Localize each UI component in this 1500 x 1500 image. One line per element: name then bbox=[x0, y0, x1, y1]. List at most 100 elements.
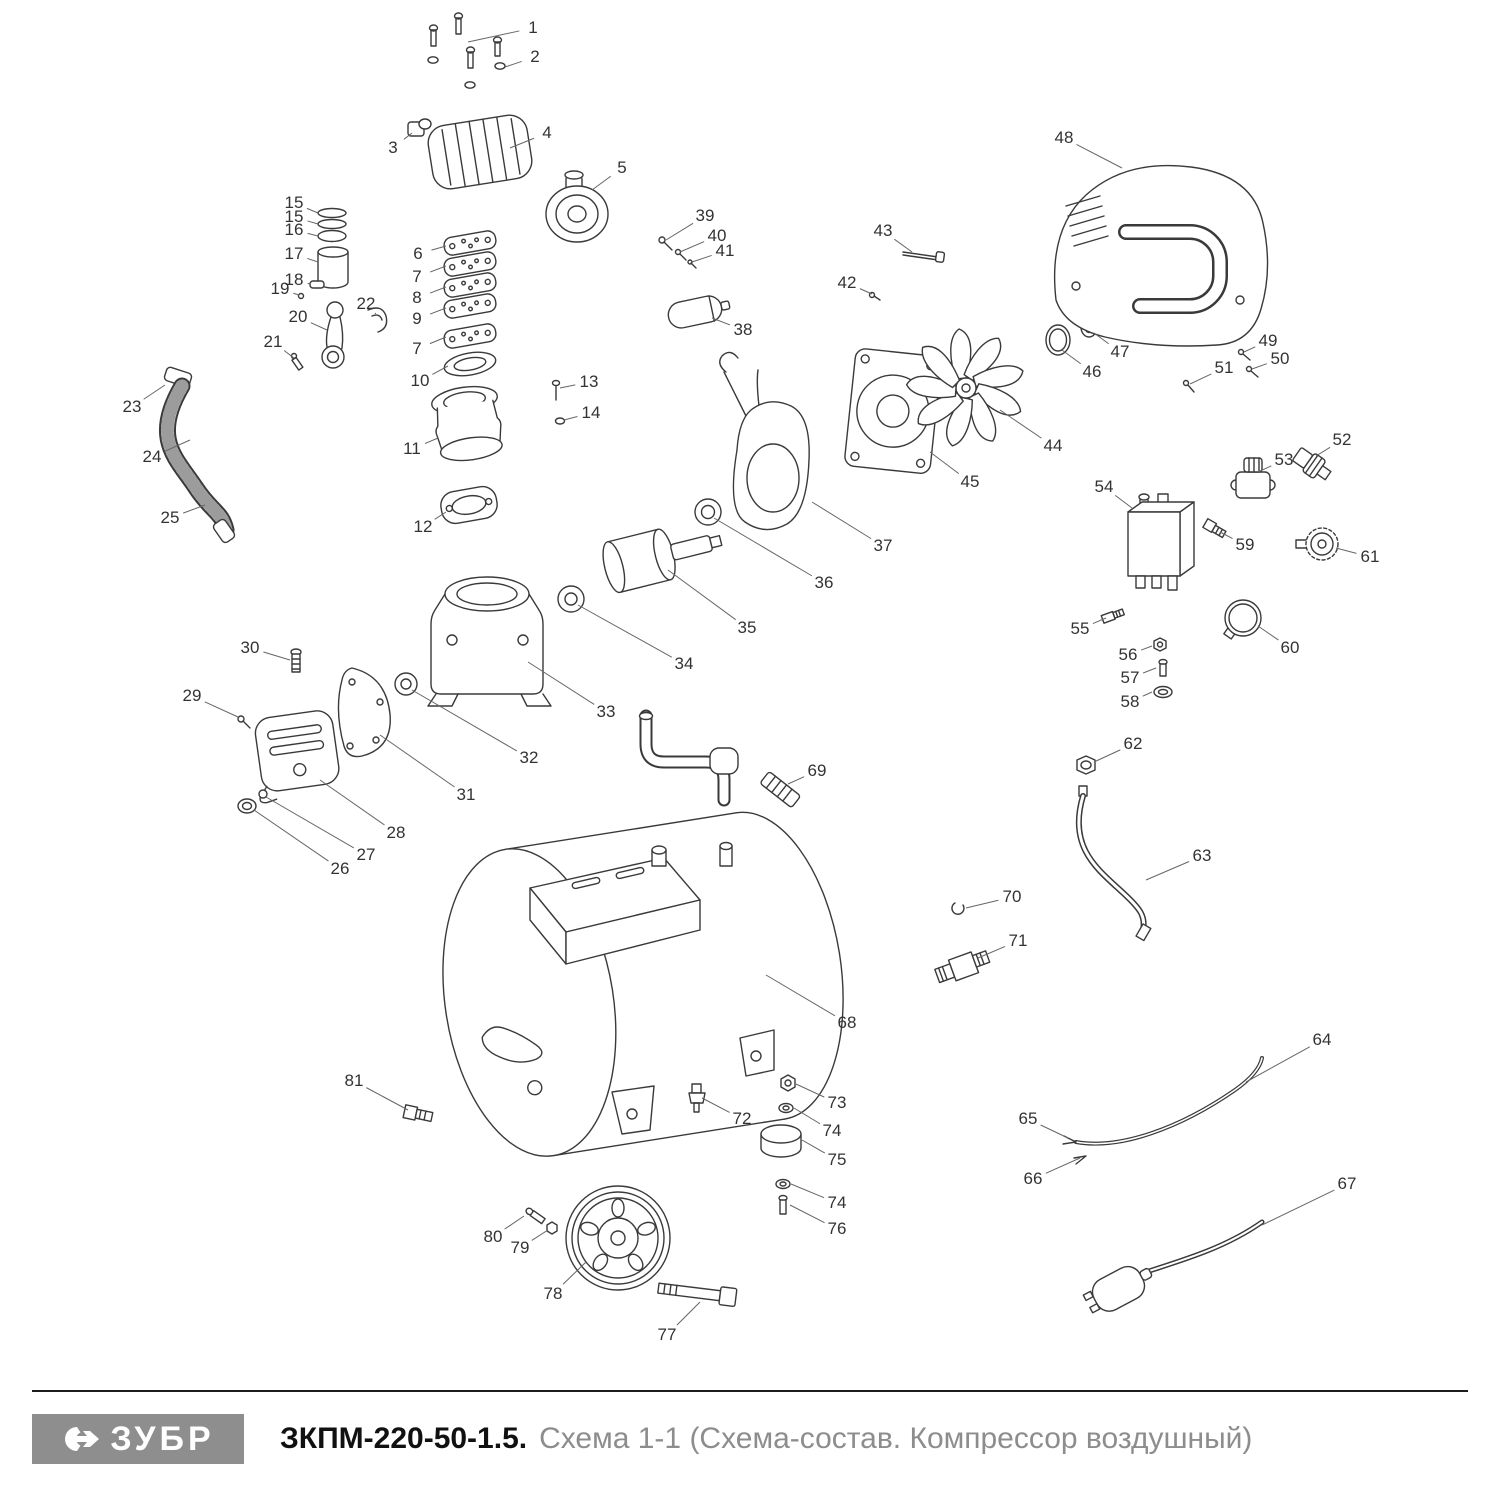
callout-label-45-46: 45 bbox=[961, 472, 980, 491]
callout-leader-65-66 bbox=[1040, 1124, 1069, 1139]
callout-leader-1-0 bbox=[467, 30, 520, 43]
callout-leader-81-83 bbox=[366, 1087, 409, 1111]
callout-leader-54-55 bbox=[1114, 494, 1133, 509]
zubr-logo: ЗУБР bbox=[32, 1414, 244, 1464]
callout-label-58-59: 58 bbox=[1121, 692, 1140, 711]
callout-leader-50-51 bbox=[1251, 363, 1267, 370]
callout-leader-59-60 bbox=[1219, 531, 1233, 539]
callout-leader-51-52 bbox=[1189, 373, 1212, 385]
callout-label-1-0: 1 bbox=[528, 18, 537, 37]
callout-label-81-83: 81 bbox=[345, 1071, 364, 1090]
callout-label-50-51: 50 bbox=[1271, 349, 1290, 368]
callout-label-71-72: 71 bbox=[1009, 931, 1028, 950]
callout-leader-67-68 bbox=[1261, 1189, 1335, 1226]
exploded-diagram: 1234515151617181920212267897101112131423… bbox=[123, 12, 1379, 1344]
callout-leader-29-30 bbox=[204, 701, 239, 718]
callout-leader-25-26 bbox=[182, 504, 206, 514]
callout-leader-53-54 bbox=[1257, 465, 1272, 473]
washer-27-drawing bbox=[258, 789, 268, 799]
callout-label-28-29: 28 bbox=[387, 823, 406, 842]
tank-feet-drawing bbox=[611, 1029, 775, 1135]
callout-leader-60-61 bbox=[1257, 625, 1279, 641]
callout-label-46-47: 46 bbox=[1083, 362, 1102, 381]
callout-label-2-1: 2 bbox=[530, 47, 539, 66]
fitting-55-drawing bbox=[1100, 608, 1126, 624]
callout-label-54-55: 54 bbox=[1095, 477, 1114, 496]
base-gasket-drawing bbox=[440, 485, 498, 525]
callout-label-15-6: 15 bbox=[285, 207, 304, 226]
air-filter-drawing bbox=[545, 170, 609, 243]
callout-label-35-36: 35 bbox=[738, 618, 757, 637]
callout-leader-48-49 bbox=[1076, 143, 1123, 169]
callout-label-6-14: 6 bbox=[413, 244, 422, 263]
callout-label-48-49: 48 bbox=[1055, 128, 1074, 147]
callout-leader-30-31 bbox=[263, 651, 291, 661]
callout-label-39-40: 39 bbox=[696, 206, 715, 225]
callout-label-76-78: 76 bbox=[828, 1219, 847, 1238]
callout-leader-79-81 bbox=[531, 1229, 549, 1241]
tank-ports-drawing bbox=[651, 841, 733, 867]
callout-leader-7-15 bbox=[429, 265, 447, 273]
rubber-foot-drawing bbox=[760, 1124, 802, 1158]
callout-leader-40-41 bbox=[679, 241, 705, 253]
power-cord-drawing bbox=[1082, 1219, 1265, 1314]
callout-label-11-20: 11 bbox=[403, 439, 421, 458]
callout-label-52-53: 52 bbox=[1333, 430, 1352, 449]
callout-leader-43-44 bbox=[894, 238, 913, 253]
callout-leader-68-69 bbox=[765, 974, 836, 1017]
callout-leader-46-47 bbox=[1061, 349, 1082, 365]
callout-leader-16-7 bbox=[307, 232, 319, 237]
callout-leader-15-6 bbox=[307, 220, 319, 225]
callout-leader-21-12 bbox=[283, 350, 295, 359]
callout-leader-57-58 bbox=[1142, 667, 1157, 674]
screw-13-drawing bbox=[551, 379, 561, 401]
cylinder-drawing bbox=[431, 385, 503, 462]
screw-76-drawing bbox=[778, 1194, 788, 1215]
callout-leader-45-46 bbox=[929, 451, 960, 475]
check-valve-drawing bbox=[934, 950, 991, 984]
cylinder-head-drawing bbox=[427, 114, 533, 190]
callout-label-22-13: 22 bbox=[357, 294, 376, 313]
callout-leader-49-50 bbox=[1243, 346, 1256, 353]
callout-leader-4-3 bbox=[509, 137, 535, 149]
callout-label-9-17: 9 bbox=[412, 309, 421, 328]
callout-label-79-81: 79 bbox=[511, 1238, 530, 1257]
drain-plug-drawing bbox=[402, 1104, 434, 1123]
callout-label-78-80: 78 bbox=[544, 1284, 563, 1303]
wheel-drawing bbox=[565, 1185, 671, 1291]
callout-leader-8-16 bbox=[429, 286, 447, 294]
screw-80-drawing bbox=[525, 1207, 546, 1225]
callout-label-14-23: 14 bbox=[582, 403, 601, 422]
callout-leader-76-78 bbox=[789, 1204, 825, 1224]
callout-leader-61-62 bbox=[1335, 547, 1357, 554]
callout-label-15-5: 15 bbox=[285, 193, 304, 212]
motor-stator-drawing bbox=[719, 351, 810, 531]
callout-label-63-64: 63 bbox=[1193, 846, 1212, 865]
belt-guard-drawing bbox=[1053, 164, 1269, 347]
capacitor-drawing bbox=[667, 295, 731, 329]
callout-leader-42-43 bbox=[859, 288, 873, 295]
callout-label-16-7: 16 bbox=[285, 220, 304, 239]
callout-label-40-41: 40 bbox=[708, 226, 727, 245]
callout-label-65-66: 65 bbox=[1019, 1109, 1038, 1128]
callout-leader-6-14 bbox=[431, 245, 447, 251]
regulator-drawing bbox=[1230, 457, 1276, 499]
callout-leader-31-32 bbox=[379, 734, 455, 788]
callout-label-7-18: 7 bbox=[412, 339, 421, 358]
crankcase-drawing bbox=[427, 576, 552, 707]
callout-label-69-70: 69 bbox=[808, 761, 827, 780]
callout-leader-35-36 bbox=[667, 569, 737, 621]
callout-leader-72-73 bbox=[701, 1097, 730, 1113]
callout-label-66-67: 66 bbox=[1024, 1169, 1043, 1188]
seal-32-drawing bbox=[394, 672, 418, 696]
callout-label-68-69: 68 bbox=[838, 1013, 857, 1032]
callout-leader-27-28 bbox=[265, 796, 355, 849]
callout-label-18-9: 18 bbox=[285, 270, 304, 289]
callout-leader-78-80 bbox=[562, 1261, 587, 1285]
connecting-rod-drawing bbox=[321, 301, 345, 369]
side-cover-drawing bbox=[337, 667, 391, 758]
o-ring-drawing bbox=[1045, 324, 1071, 356]
nipple-69-drawing bbox=[760, 771, 801, 808]
callout-label-80-82: 80 bbox=[484, 1227, 503, 1246]
callout-leader-52-53 bbox=[1315, 446, 1331, 457]
